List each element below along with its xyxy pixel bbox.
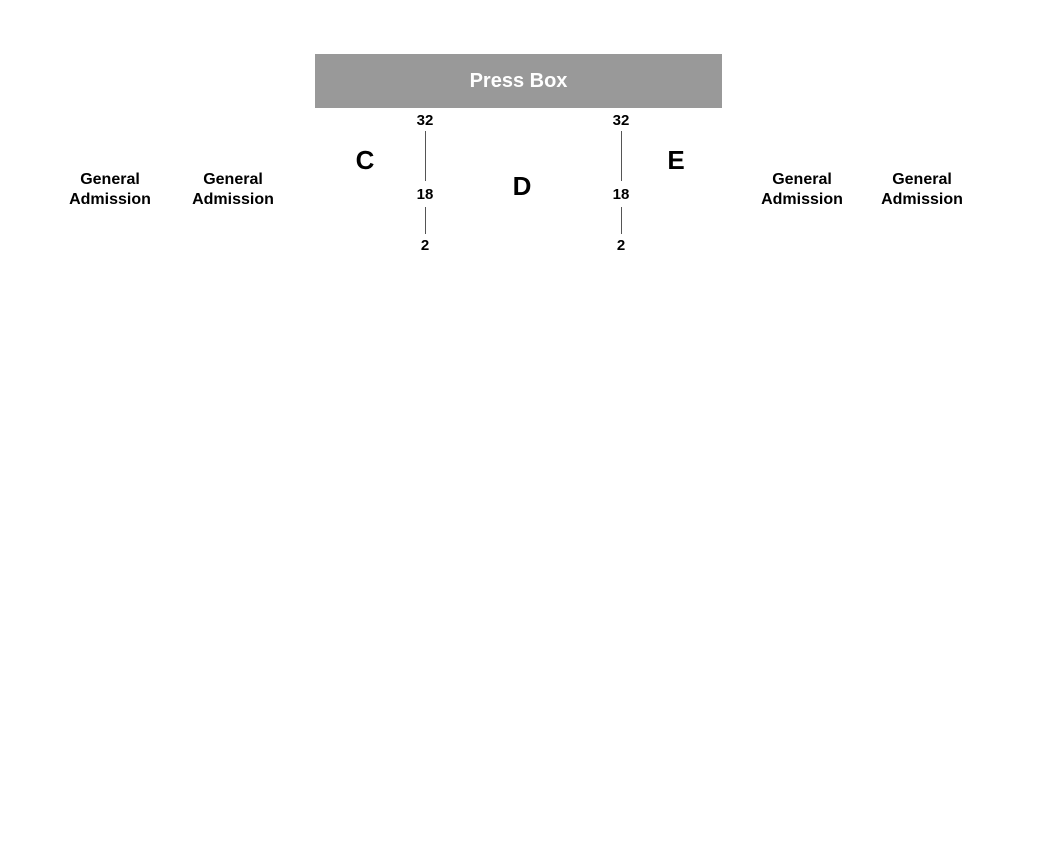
section-c[interactable]: C [345,145,385,175]
press-box-label: Press Box [469,69,568,92]
ga-label-line1: General [892,171,952,188]
section-e[interactable]: E [656,145,696,175]
general-admission-area-4[interactable]: General Admission [872,170,972,210]
general-admission-area-2[interactable]: General Admission [183,170,283,210]
ga-label-line2: Admission [69,191,151,208]
row-marker-right-2: 2 [616,237,626,254]
row-marker-left-2: 2 [420,237,430,254]
section-d-label: D [512,171,532,201]
row-marker-right-18: 18 [612,186,630,203]
row-marker-left-18: 18 [416,186,434,203]
row-divider-right-lower [621,207,622,234]
ga-label-line2: Admission [761,191,843,208]
ga-label-line1: General [80,171,140,188]
press-box[interactable]: Press Box [315,54,722,108]
row-marker-right-32: 32 [612,112,630,129]
row-divider-right-upper [621,131,622,181]
ga-label-line1: General [772,171,832,188]
section-e-label: E [667,145,685,175]
general-admission-area-1[interactable]: General Admission [60,170,160,210]
row-marker-left-32: 32 [416,112,434,129]
ga-label-line2: Admission [192,191,274,208]
ga-label-line2: Admission [881,191,963,208]
row-divider-left-lower [425,207,426,234]
ga-label-line1: General [203,171,263,188]
section-d[interactable]: D [502,171,542,201]
row-divider-left-upper [425,131,426,181]
section-c-label: C [355,145,375,175]
general-admission-area-3[interactable]: General Admission [752,170,852,210]
